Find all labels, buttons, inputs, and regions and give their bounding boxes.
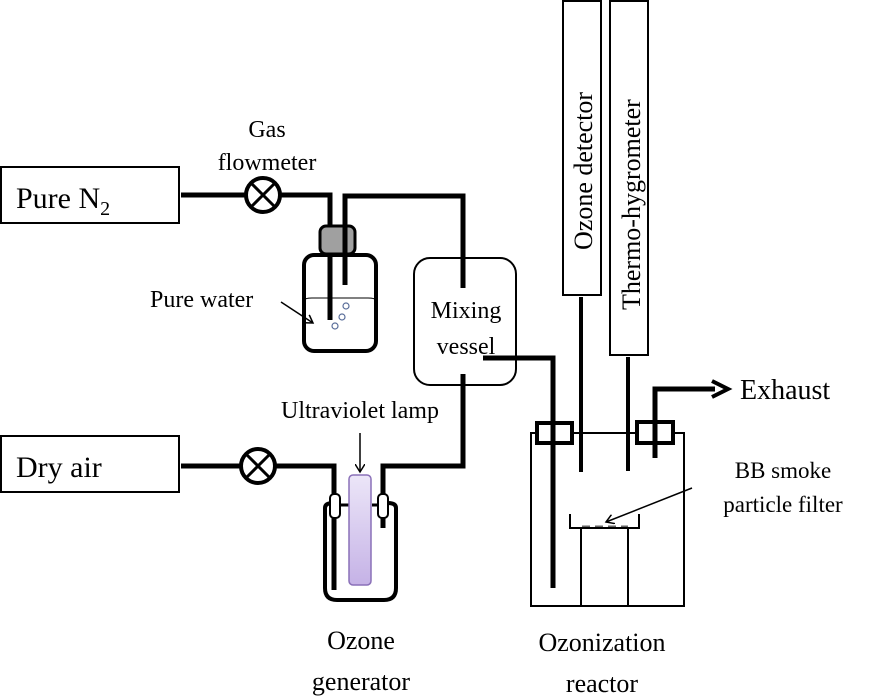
ozone-detector-label: Ozone detector (569, 92, 598, 250)
pure-water-arrow (280, 301, 313, 323)
mixer-to-reactor-line (483, 355, 556, 585)
ozone-detector: Ozone detector (562, 0, 602, 296)
ozone-generator-label-line2: generator (312, 667, 411, 696)
reactor-label-line2: reactor (566, 669, 639, 698)
uv-lamp-tube (348, 474, 372, 586)
mixing-vessel: Mixing vessel (413, 257, 517, 386)
reactor-label-line1: Ozonization (538, 628, 665, 657)
bubble (331, 322, 339, 330)
exhaust-arrowhead-icon (711, 379, 733, 399)
filter-label-line2: particle filter (723, 492, 843, 517)
generator-seal-right (377, 493, 389, 519)
ozone-generator-label-line1: Ozone (327, 626, 395, 655)
pure-water-label: Pure water (150, 287, 253, 313)
generator-seal-left (329, 493, 341, 519)
filter-stand (580, 527, 629, 607)
flowmeter-bottom-icon (239, 447, 277, 485)
bubble (342, 302, 350, 310)
filter-arrow (606, 487, 693, 522)
filter-label-line1: BB smoke (735, 458, 831, 483)
flowmeter-label-line1: Gas (248, 117, 285, 143)
filter-holder (569, 514, 640, 529)
dry-air-source-box: Dry air (0, 435, 180, 493)
thermo-hygrometer-label: Thermo-hygrometer (617, 99, 646, 310)
dry-air-label: Dry air (16, 451, 102, 484)
water-bottle (302, 224, 378, 353)
n2-source-box: Pure N2 (0, 166, 180, 224)
bottle-cap (318, 224, 357, 256)
ozone-generator (323, 474, 398, 602)
n2-source-label: Pure N2 (16, 182, 110, 220)
mixing-vessel-label-line1: Mixing (431, 298, 502, 324)
flowmeter-label-line2: flowmeter (218, 150, 317, 176)
uv-lamp-label: Ultraviolet lamp (281, 398, 439, 424)
bottle-to-mixer-line (342, 193, 466, 288)
exhaust-label: Exhaust (740, 375, 830, 406)
bubble (338, 313, 346, 321)
n2-gas-line (181, 192, 333, 320)
thermo-hygrometer: Thermo-hygrometer (609, 0, 649, 356)
flowmeter-top-icon (244, 176, 282, 214)
exhaust-line (652, 386, 715, 458)
